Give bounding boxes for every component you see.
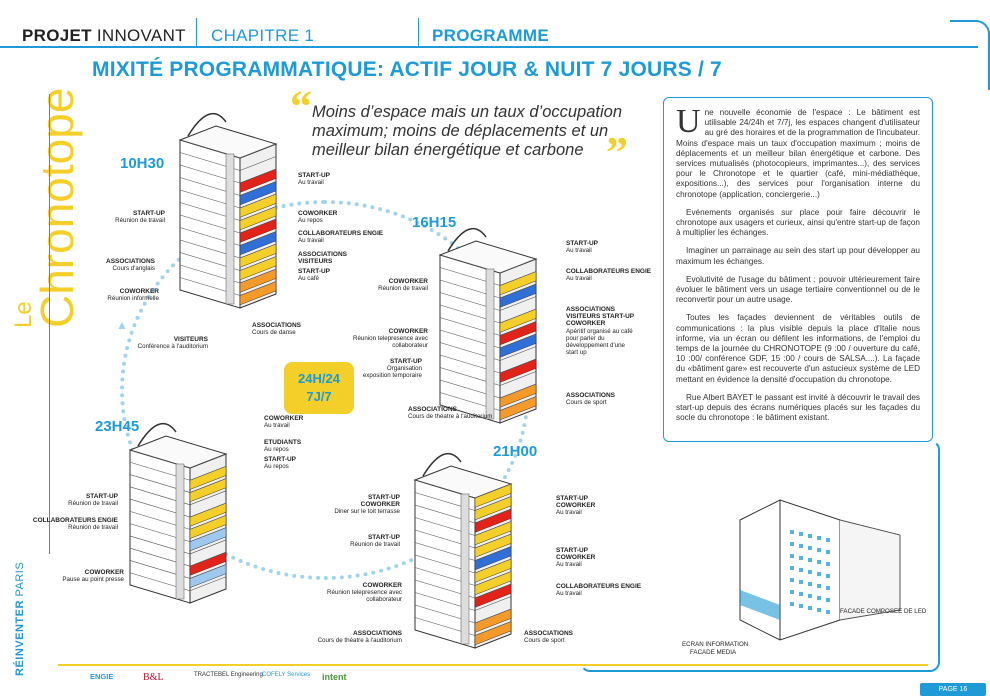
facade-frame [580,440,940,672]
footer-line [58,664,928,666]
page-title: MIXITÉ PROGRAMMATIQUE: ACTIF JOUR & NUIT… [92,58,722,81]
logo-bl: B&L [143,672,164,683]
building-1615 [438,227,538,424]
header-underline [196,46,432,48]
description-p5: Toutes les façades deviennent de véritab… [676,313,920,384]
time-2100: 21H00 [493,443,538,460]
header: PROJET INNOVANT CHAPITRE 1 PROGRAMME [0,0,990,90]
badge-line2: 7J/7 [306,389,332,404]
quote-close-icon: ” [606,128,628,177]
header-underline [418,46,978,48]
ecran-label-1: ECRAN INFORMATION [682,641,749,648]
time-1615: 16H15 [412,214,457,231]
header-chapitre: CHAPITRE 1 [211,26,315,45]
description-p4: Evolutivité de l'usage du bâtiment : pou… [676,274,920,305]
time-1030: 10H30 [120,155,165,172]
time-2345: 23H45 [95,418,140,435]
footer [0,664,990,700]
dropcap: U [676,103,701,140]
header-corner [950,20,990,90]
ecran-label-2: FACADE MEDIA [690,649,737,656]
header-divider [196,18,197,48]
quote-open-icon: “ [290,82,312,131]
logo-engie: ENGIE [90,672,114,681]
cycle-arrow-icon: ▲ [116,318,128,332]
p1-text: ne nouvelle économie de l'espace : Le bâ… [676,108,920,199]
header-projet: PROJET INNOVANT [22,26,186,45]
logo-intent: intent [322,672,347,682]
facade-drawing [739,499,901,641]
header-divider [418,18,419,48]
logo-tractebel: TRACTEBEL Engineering [194,672,263,678]
badge-line1: 24H/24 [298,371,340,386]
description-p2: Evénements organisés sur place pour fair… [676,207,920,238]
logo-cofely: COFELY Services [262,672,311,678]
quote-text: Moins d’espace mais un taux d’occupation… [312,103,623,159]
side-line [49,94,50,554]
header-programme: PROGRAMME [432,26,549,45]
facade-led-label: FACADE COMPOSEE DE LED [840,608,927,615]
building-2345 [128,422,228,604]
badge-24h: 24H/24 7J/7 [284,362,354,414]
label-1615-3: ASSOCIATIONS VISITEURS START-UP COWORKER… [566,306,635,357]
description-p3: Imaginer un parrainage au sein des start… [676,246,920,266]
header-underline [0,46,210,48]
building-1030 [178,112,278,309]
building-2100 [413,452,513,649]
label-1030-5: ASSOCIATIONS VISITEURS [298,251,347,266]
page-number: PAGE 16 [920,683,986,696]
description-p6: Rue Albert BAYET le passant est invité à… [676,392,920,423]
